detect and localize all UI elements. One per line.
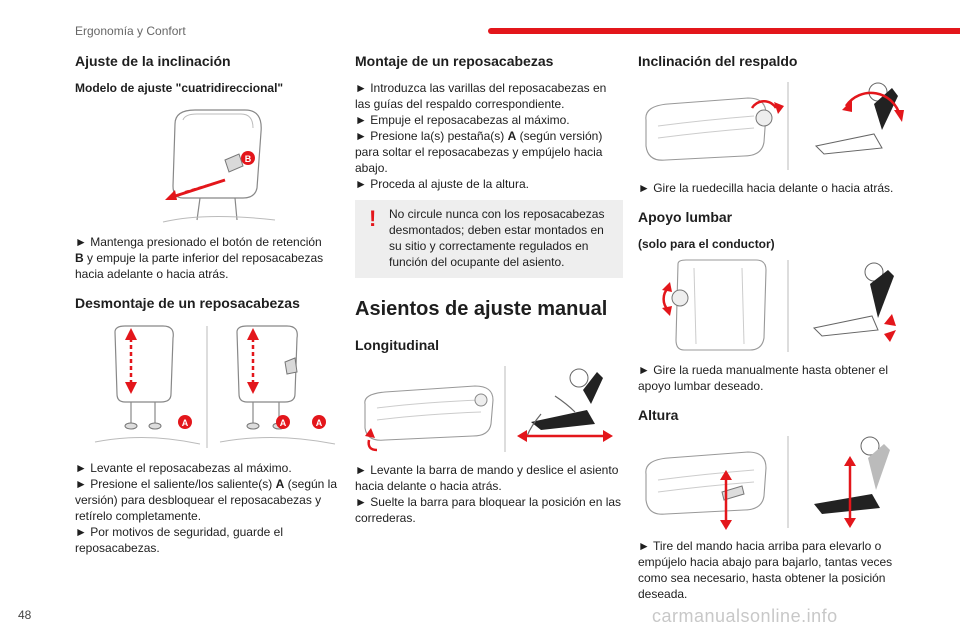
height-instructions: ► Tire del mando hacia arriba para eleva… [638, 539, 893, 601]
warning-text: No circule nunca con los reposacabezas d… [389, 207, 605, 269]
longitudinal-heading: Longitudinal [355, 337, 439, 353]
fitting-heading: Montaje de un reposacabezas [355, 53, 554, 69]
callout-a-right: A [316, 418, 323, 428]
fitting-instructions: ► Introduzca las varillas del reposacabe… [355, 81, 607, 191]
column-2: Montaje de un reposacabezas ► Introduzca… [355, 52, 623, 526]
header-accent-bar [488, 28, 960, 34]
column-1: Ajuste de la inclinación Modelo de ajust… [75, 52, 343, 556]
height-illustration [638, 434, 906, 530]
header-section-title: Ergonomía y Confort [75, 24, 186, 38]
longitudinal-illustration [355, 364, 623, 454]
backrest-illustration [638, 80, 906, 172]
height-heading: Altura [638, 407, 679, 423]
warning-icon: ! [369, 206, 377, 231]
page-number: 48 [18, 608, 32, 622]
inclination-subtitle: Modelo de ajuste "cuatridireccional" [75, 81, 284, 95]
warning-note: ! No circule nunca con los reposacabezas… [355, 200, 623, 278]
headrest-tilt-illustration: B [75, 102, 343, 226]
lumbar-instructions: ► Gire la rueda manualmente hasta obtene… [638, 363, 889, 393]
watermark: carmanualsonline.info [652, 606, 838, 626]
removal-instructions: ► Levante el reposacabezas al máximo. ► … [75, 461, 338, 555]
inclination-heading: Ajuste de la inclinación [75, 53, 231, 69]
lumbar-illustration [638, 258, 906, 354]
callout-a: A [182, 418, 189, 428]
headrest-removal-illustration: A A A [75, 322, 343, 452]
lumbar-subtitle: (solo para el conductor) [638, 237, 775, 251]
longitudinal-instructions: ► Levante la barra de mando y deslice el… [355, 463, 622, 525]
backrest-instructions: ► Gire la ruedecilla hacia delante o hac… [638, 181, 894, 195]
inclination-instructions: ► Mantenga presionado el botón de retenc… [75, 235, 324, 281]
manual-seats-heading: Asientos de ajuste manual [355, 298, 608, 320]
callout-b: B [245, 154, 252, 164]
column-3: Inclinación del respaldo ► Gire la ruede… [638, 52, 906, 602]
backrest-heading: Inclinación del respaldo [638, 53, 798, 69]
removal-heading: Desmontaje de un reposacabezas [75, 295, 300, 311]
lumbar-heading: Apoyo lumbar [638, 209, 733, 225]
callout-a-left: A [280, 418, 287, 428]
